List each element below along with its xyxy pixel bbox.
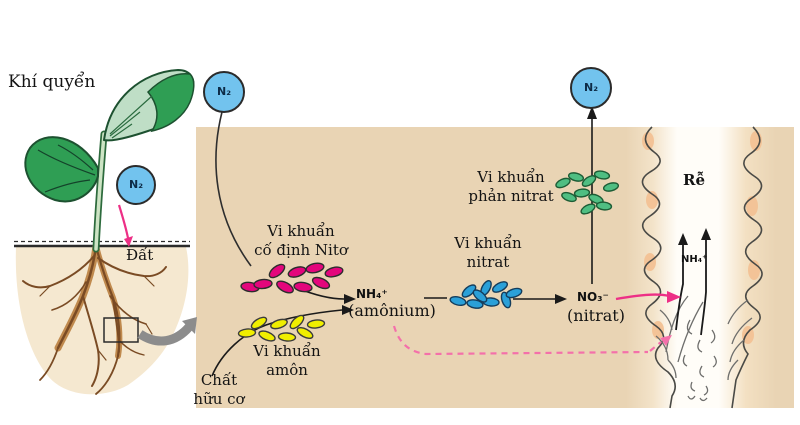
n2-circle-plant [116, 165, 156, 205]
no3-formula: NO₃⁻ [577, 290, 609, 304]
amonium-label: (amônium) [348, 301, 436, 320]
atmosphere-label: Khí quyển [8, 72, 96, 92]
n2-label-plant: N₂ [128, 178, 144, 191]
ammon-bacteria-label: Vi khuẩn amôn [253, 342, 321, 379]
n2-label-top-left: N₂ [216, 85, 232, 98]
nitrat-label: (nitrat) [567, 306, 625, 325]
uptake-arrow-head-2 [701, 228, 711, 240]
nh4-root-formula: NH₄⁺ [681, 254, 708, 265]
n2-to-fixing-curve [215, 111, 252, 267]
organic-arrow-head [342, 305, 354, 315]
plant [24, 69, 195, 253]
denitrat-bacteria-label: Vi khuẩn phản nitrat [468, 168, 554, 205]
stem-highlight [94, 132, 106, 251]
root-edges [641, 126, 763, 409]
n2-to-soil-arrow [117, 204, 130, 239]
uptake-arrow-head-1 [678, 233, 688, 245]
top-leaf-dark [146, 72, 195, 133]
fixing-bacteria-label: Vi khuẩn cố định Nitơ [254, 222, 348, 259]
nh4-to-root-dashed-head [660, 335, 672, 346]
ammonifying-bacteria [237, 314, 326, 342]
nitrifying-bacteria [449, 279, 523, 309]
magnify-arrow [137, 323, 193, 346]
roots [22, 242, 167, 395]
no3-to-n2-arrow-head [587, 106, 597, 119]
nitrat-arrow-head [555, 294, 567, 304]
fixing-arrow-head [344, 294, 356, 304]
nh4-formula: NH₄⁺ [356, 287, 388, 301]
organic-matter-label: Chất hữu cơ [193, 371, 245, 408]
denitrifying-bacteria [555, 170, 620, 215]
n2-circle-top-left [203, 71, 245, 113]
left-leaf-veins [37, 144, 96, 193]
n2-to-soil-arrow-head [124, 236, 133, 247]
root-label: Rễ [682, 171, 705, 189]
root-uptake-arrows [675, 238, 707, 336]
no3-to-root-arrow [615, 293, 670, 301]
nitrat-bacteria-label: Vi khuẩn nitrat [454, 234, 522, 271]
nh4-to-root-dashed-arrow [392, 325, 662, 356]
root-inner-hairs [655, 295, 753, 402]
magnify-arrow-head [182, 317, 197, 334]
soil-label: Đất [126, 246, 154, 264]
no3-to-root-arrow-head [667, 291, 681, 303]
magnified-region-box [103, 317, 139, 343]
soil-mound [15, 247, 189, 395]
nitrogen-fixing-bacteria [240, 262, 344, 294]
organic-to-nh4-arrow [211, 309, 343, 377]
leaf-veins [109, 95, 153, 139]
n2-circle-top-right [570, 67, 612, 109]
n2-label-top-right: N₂ [583, 81, 599, 94]
